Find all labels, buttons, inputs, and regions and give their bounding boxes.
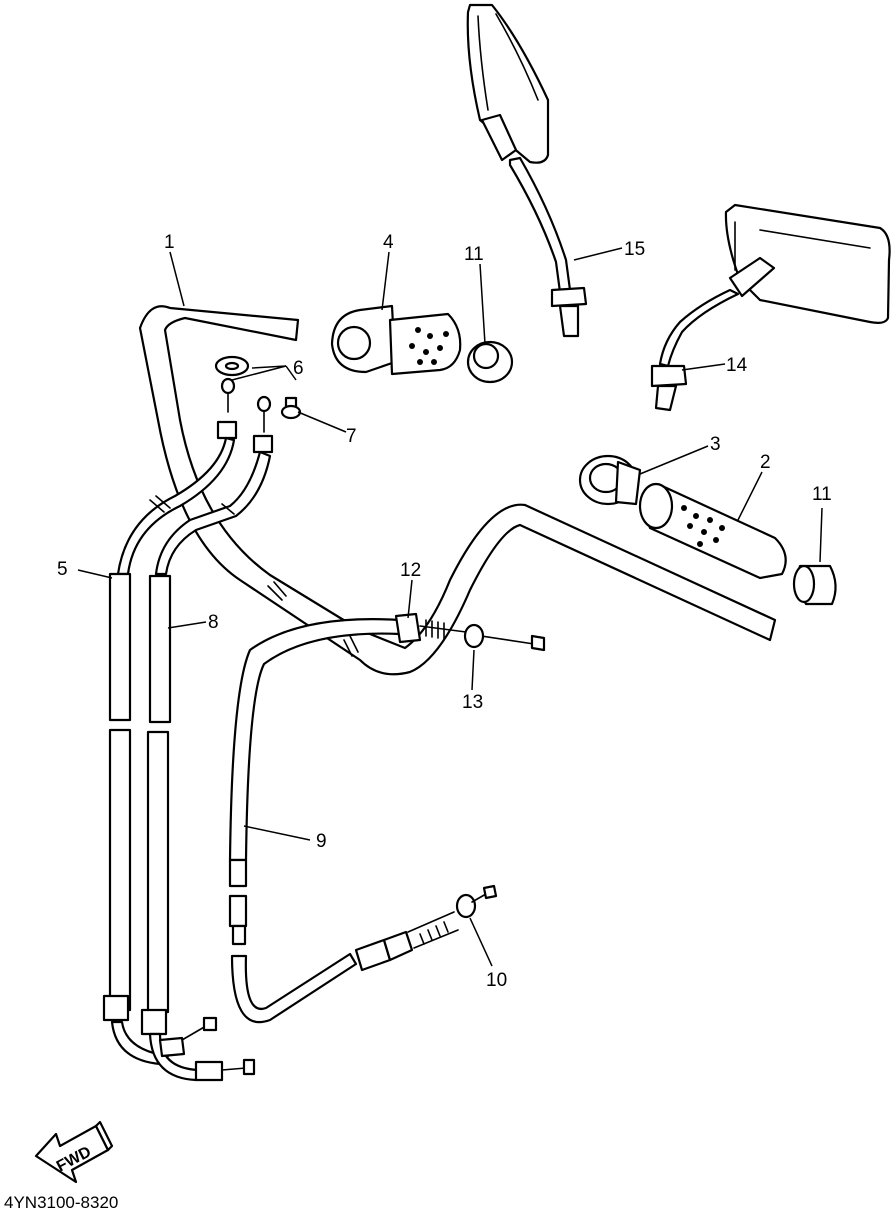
callout-10: 10 — [486, 970, 507, 991]
grip-right — [638, 482, 787, 580]
callout-2: 2 — [760, 452, 771, 473]
callout-13: 13 — [462, 692, 483, 713]
cable-clip — [214, 355, 250, 377]
screw — [280, 396, 302, 420]
handlebar — [138, 305, 777, 676]
forward-direction-arrow: FWD — [34, 1120, 114, 1184]
callout-15: 15 — [624, 239, 645, 260]
callout-labels: 1 2 3 4 5 6 7 8 9 10 11 11 12 13 14 15 — [57, 232, 832, 991]
throttle-cable-assembly — [102, 377, 274, 1082]
mirror-right — [650, 203, 891, 412]
callout-6: 6 — [293, 358, 304, 379]
callout-9: 9 — [316, 831, 327, 852]
drawing-code: 4YN3100-8320 — [4, 1193, 118, 1212]
callout-1: 1 — [164, 232, 175, 253]
leader-lines — [77, 247, 823, 967]
callout-4: 4 — [383, 232, 394, 253]
callout-8: 8 — [208, 612, 219, 633]
callout-7: 7 — [346, 426, 357, 447]
throttle-grip — [330, 304, 462, 376]
mirror-left — [466, 3, 588, 338]
grip-end-right — [792, 564, 837, 606]
clutch-cable — [228, 612, 546, 1024]
callout-11-left: 11 — [464, 244, 484, 265]
callout-12: 12 — [400, 560, 421, 581]
callout-14: 14 — [726, 355, 748, 376]
callout-11-right: 11 — [812, 484, 832, 505]
callout-3: 3 — [710, 434, 721, 455]
grip-end-left — [466, 340, 514, 384]
grip-holder — [578, 454, 642, 506]
callout-5: 5 — [57, 559, 68, 580]
